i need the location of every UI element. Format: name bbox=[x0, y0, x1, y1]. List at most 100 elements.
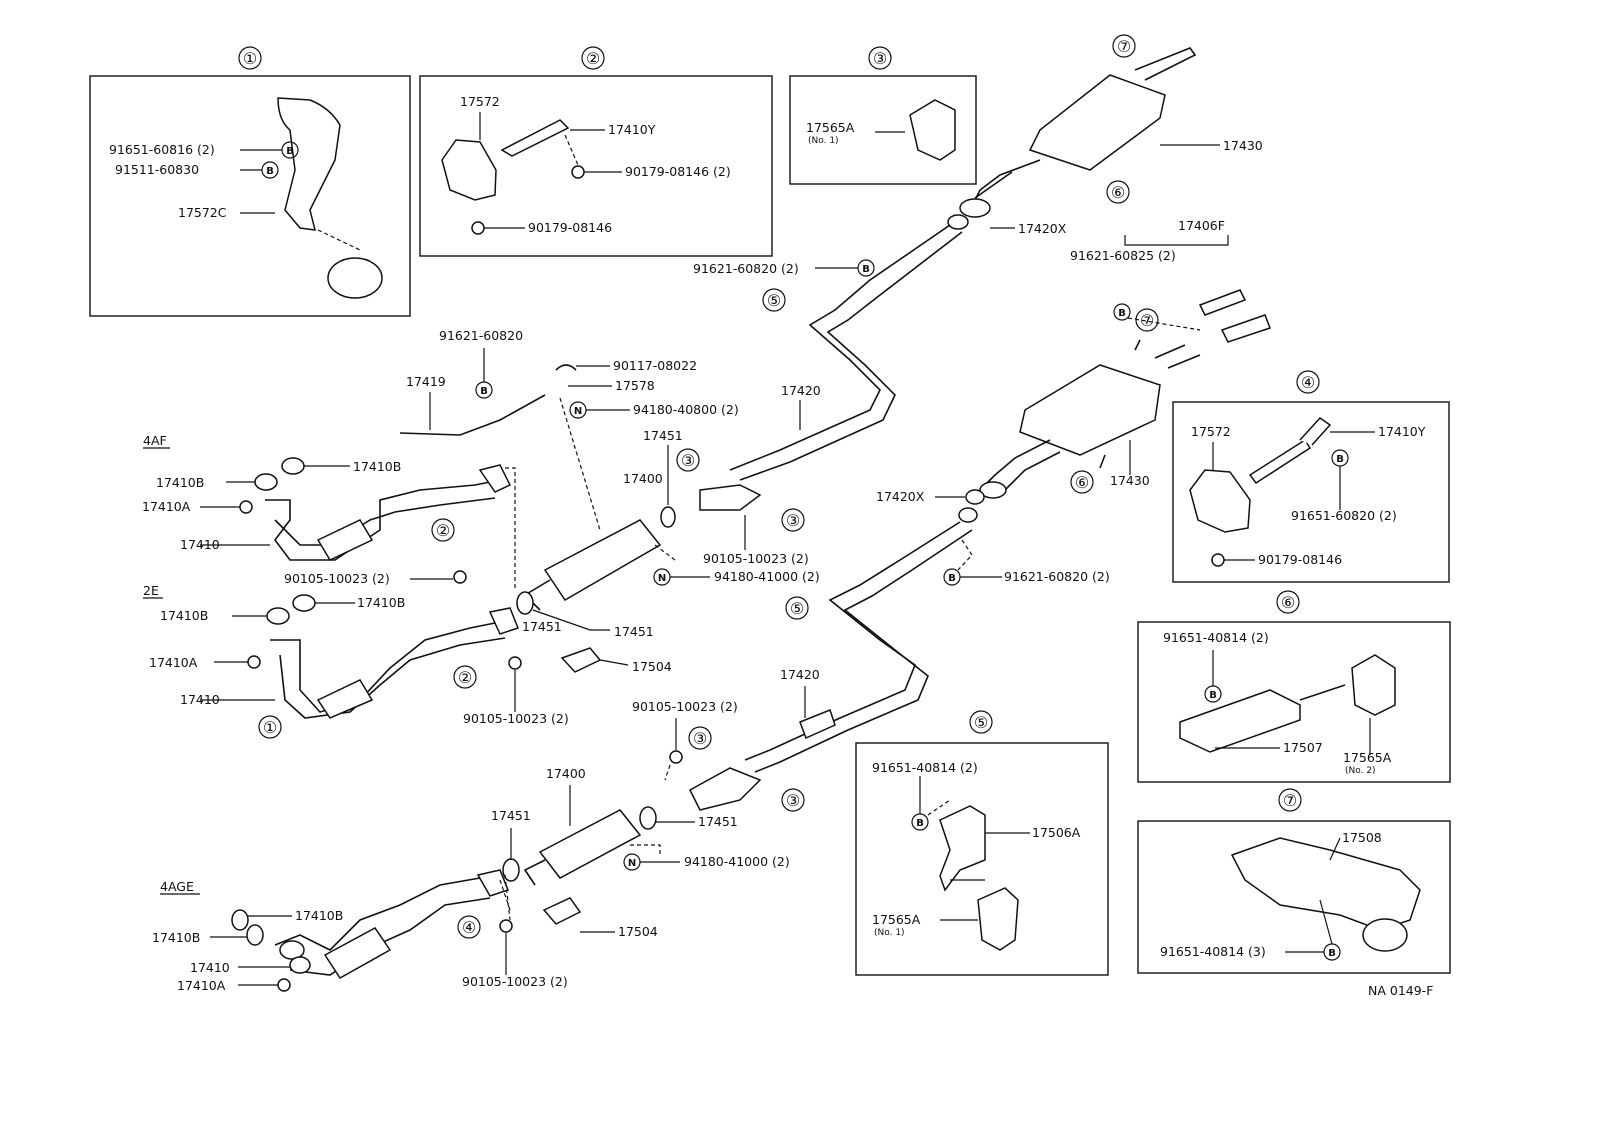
part-label: 17410B bbox=[295, 908, 343, 923]
part-label: 90105-10023 (2) bbox=[462, 974, 568, 989]
rubber-mount-icon bbox=[1351, 654, 1396, 716]
gasket-icon bbox=[266, 607, 290, 625]
clamp-ring-icon bbox=[327, 257, 383, 299]
part-label: 17420X bbox=[876, 489, 925, 504]
detail-1-box bbox=[89, 75, 411, 317]
part-label: 94180-41000 (2) bbox=[714, 569, 820, 584]
svg-text:⑦: ⑦ bbox=[1140, 311, 1154, 330]
front-converter-icon bbox=[316, 679, 374, 719]
part-label: 17507 bbox=[1283, 740, 1323, 755]
part-label: 94180-41000 (2) bbox=[684, 854, 790, 869]
part-label: 91651-60820 (2) bbox=[1291, 508, 1397, 523]
part-label: 17410A bbox=[177, 978, 226, 993]
part-label: 17572C bbox=[178, 205, 227, 220]
svg-text:②: ② bbox=[436, 521, 450, 540]
svg-text:③: ③ bbox=[786, 791, 800, 810]
exhaust-tip-icon bbox=[1198, 289, 1247, 316]
detail-7: ⑦ B 17508 91651-40814 (3) bbox=[1137, 788, 1451, 974]
flange-icon bbox=[476, 869, 509, 897]
gasket-icon bbox=[231, 909, 249, 931]
part-label: 17410B bbox=[357, 595, 405, 610]
part-label: 17506A bbox=[1032, 825, 1081, 840]
exhaust-manifold-pipe-icon bbox=[274, 877, 481, 951]
part-label: 17420X bbox=[1018, 221, 1067, 236]
part-label: 17410A bbox=[149, 655, 198, 670]
gasket-icon bbox=[516, 591, 534, 615]
flange-icon bbox=[478, 464, 512, 493]
part-label: 17565A bbox=[806, 120, 855, 135]
part-label: 17451 bbox=[643, 428, 683, 443]
bolt-icon bbox=[669, 750, 683, 764]
part-label: 91621-60820 bbox=[439, 328, 523, 343]
gasket-icon bbox=[660, 506, 676, 528]
exhaust-tip-icon bbox=[1220, 314, 1271, 343]
detail-1: ① B B 91651-60816 (2) 91511-60830 17572C bbox=[89, 46, 411, 317]
part-label: 17451 bbox=[522, 619, 562, 634]
resonator-icon bbox=[799, 709, 836, 740]
svg-text:B: B bbox=[862, 264, 870, 275]
part-label: 17410Y bbox=[608, 122, 656, 137]
catalytic-converter-icon bbox=[538, 809, 642, 879]
svg-text:④: ④ bbox=[462, 918, 476, 937]
nut-icon bbox=[277, 978, 291, 992]
engine-4age-group: 4AGE 17410B 17410B 17410 17410A ④ bbox=[152, 869, 511, 993]
bracket-icon bbox=[939, 805, 986, 892]
part-label: 90179-08146 (2) bbox=[625, 164, 731, 179]
detail-3-box bbox=[789, 75, 977, 185]
svg-text:⑦: ⑦ bbox=[1117, 37, 1131, 56]
detail-2-box bbox=[419, 75, 773, 257]
gasket-icon bbox=[246, 924, 264, 946]
part-label: 17578 bbox=[615, 378, 655, 393]
svg-text:N: N bbox=[628, 858, 636, 869]
part-label: 17410 bbox=[180, 692, 220, 707]
part-label: 91511-60830 bbox=[115, 162, 199, 177]
svg-text:①: ① bbox=[263, 718, 277, 737]
diagram-code: NA 0149-F bbox=[1368, 983, 1433, 998]
svg-text:③: ③ bbox=[786, 511, 800, 530]
part-note: (No. 2) bbox=[1345, 766, 1376, 776]
detail-7-box bbox=[1137, 820, 1451, 974]
part-label: 17410B bbox=[160, 608, 208, 623]
part-label: 90105-10023 (2) bbox=[463, 711, 569, 726]
engine-4af-group: 4AF 17410B 17410B 17410A 17410 ② 90105-1… bbox=[142, 433, 516, 590]
callout-2: ② bbox=[586, 49, 600, 68]
bolt-icon bbox=[499, 919, 513, 933]
svg-text:B: B bbox=[1328, 948, 1336, 959]
rubber-mount-icon bbox=[977, 887, 1019, 951]
svg-text:B: B bbox=[1336, 454, 1344, 465]
svg-text:N: N bbox=[574, 406, 582, 417]
detail-6-box bbox=[1137, 621, 1451, 783]
part-label: 91651-40814 (2) bbox=[1163, 630, 1269, 645]
center-pipe-icon bbox=[729, 224, 951, 471]
part-label: 91651-40814 (2) bbox=[872, 760, 978, 775]
engine-label-4age: 4AGE bbox=[160, 879, 194, 894]
part-label: 17410B bbox=[353, 459, 401, 474]
part-label: 17451 bbox=[698, 814, 738, 829]
bolt-icon bbox=[508, 656, 522, 670]
upper-system: ⑦ 17430 ⑥ 17420X B 91621-60820 (2) ⑤ 174… bbox=[399, 34, 1271, 674]
heat-shield-rod-icon bbox=[399, 394, 546, 436]
part-label: 17410 bbox=[190, 960, 230, 975]
part-label: 90105-10023 (2) bbox=[632, 699, 738, 714]
clamp-icon bbox=[560, 647, 602, 673]
nut-icon bbox=[1211, 553, 1225, 567]
detail-4: ④ B 17572 17410Y 91651-60820 (2) 90179-0… bbox=[1172, 370, 1450, 583]
callout-6: ⑥ bbox=[1281, 593, 1295, 612]
nut-icon bbox=[239, 500, 253, 514]
part-label: 91651-40814 (3) bbox=[1160, 944, 1266, 959]
part-label: 17410B bbox=[156, 475, 204, 490]
callout-1: ① bbox=[243, 49, 257, 68]
part-label: 17508 bbox=[1342, 830, 1382, 845]
svg-text:B: B bbox=[1118, 308, 1126, 319]
gasket-icon bbox=[292, 594, 316, 612]
part-label: 17430 bbox=[1110, 473, 1150, 488]
bolt-icon bbox=[453, 570, 467, 584]
part-label: 17430 bbox=[1223, 138, 1263, 153]
gasket-icon bbox=[639, 806, 657, 830]
part-note: (No. 1) bbox=[874, 928, 905, 938]
svg-text:③: ③ bbox=[693, 729, 707, 748]
part-label: 17410A bbox=[142, 499, 191, 514]
part-label: 17572 bbox=[1191, 424, 1231, 439]
svg-text:②: ② bbox=[458, 668, 472, 687]
part-label: 91621-60825 (2) bbox=[1070, 248, 1176, 263]
